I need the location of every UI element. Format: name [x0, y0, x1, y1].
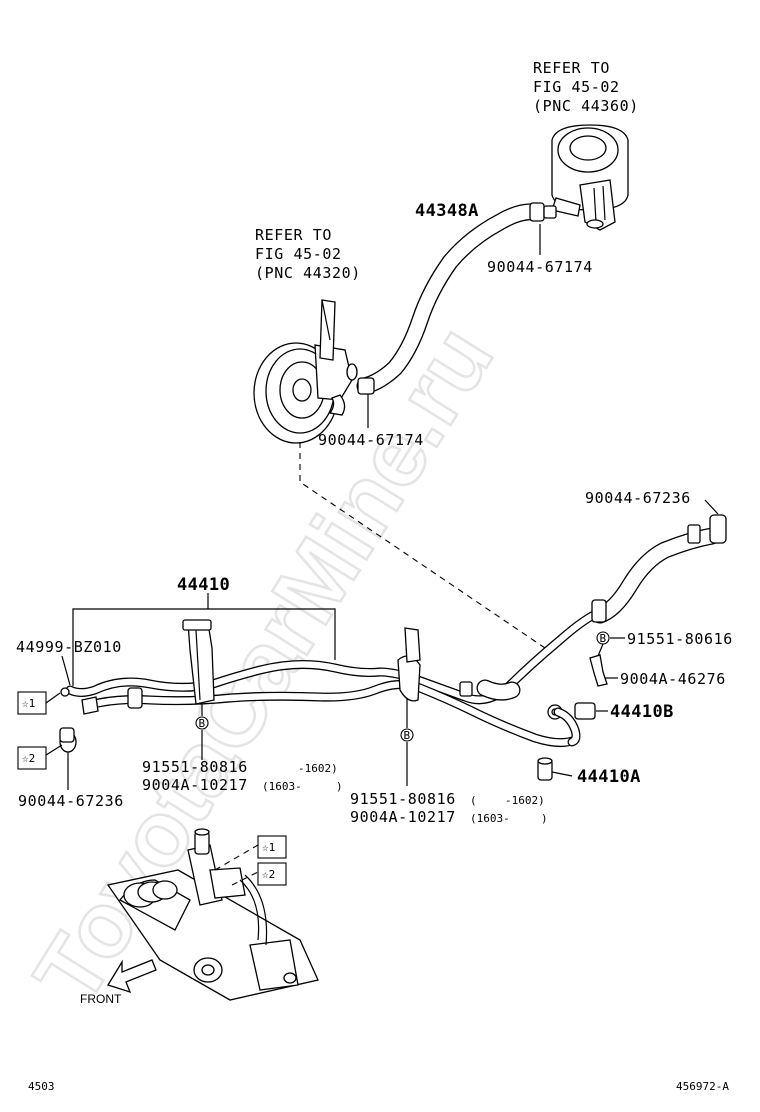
- b-marker-center-text: B: [199, 717, 206, 730]
- date-center-from: (1603-: [262, 780, 302, 793]
- ref-pump-line2: FIG 45-02: [255, 245, 342, 263]
- label-clip-upper: 90044-67174: [487, 258, 593, 276]
- label-bolt-center-a: 91551-80816: [142, 758, 248, 776]
- ref-pump-line3: (PNC 44320): [255, 264, 361, 282]
- star1-text-bottom: ☆1: [262, 841, 275, 854]
- date-right-from: (1603-: [470, 812, 510, 825]
- label-44999: 44999-BZ010: [16, 638, 122, 656]
- star2-box-left: [17, 746, 47, 770]
- pressure-tube-assy: [60, 599, 607, 748]
- label-bolt-side-a: 91551-80616: [627, 630, 733, 648]
- ref-pump-line1: REFER TO: [255, 226, 332, 244]
- label-bolt-center-b: 9004A-10217: [142, 776, 248, 794]
- front-arrow-icon: [107, 959, 157, 994]
- label-bolt-side-b: 9004A-46276: [620, 670, 726, 688]
- label-44348a: 44348A: [415, 201, 479, 221]
- star1-box-bottom: [257, 835, 287, 859]
- label-44410: 44410: [177, 575, 230, 595]
- star2-text-bottom: ☆2: [262, 868, 275, 881]
- label-clip-left: 90044-67236: [18, 792, 124, 810]
- star1-text-left: ☆1: [22, 697, 35, 710]
- date-right-to: -1602): [505, 794, 545, 807]
- label-bolt-right-b: 9004A-10217: [350, 808, 456, 826]
- label-44410a: 44410A: [577, 767, 641, 787]
- hose-clip-right: [709, 514, 727, 544]
- date-center-to: -1602): [298, 762, 338, 775]
- reservoir-illustration: [551, 124, 629, 231]
- ref-reservoir-line3: (PNC 44360): [533, 97, 639, 115]
- date-right-close: ): [541, 812, 548, 825]
- hose-clip-upper: [529, 202, 545, 222]
- label-44410b: 44410B: [610, 702, 674, 722]
- b-marker-side-text: B: [600, 632, 607, 645]
- clip-left: [59, 727, 77, 753]
- star2-text-left: ☆2: [22, 752, 35, 765]
- ref-reservoir-line1: REFER TO: [533, 59, 610, 77]
- footer-illustration-id: 456972-A: [676, 1080, 729, 1093]
- hose-clip-pump: [357, 377, 375, 395]
- star2-box-bottom: [257, 862, 287, 886]
- date-center-close: ): [336, 780, 343, 793]
- pump-illustration: [253, 299, 358, 444]
- date-right-open: (: [470, 794, 477, 807]
- label-bolt-right-a: 91551-80816: [350, 790, 456, 808]
- b-marker-right-text: B: [404, 729, 411, 742]
- label-clip-pump: 90044-67174: [318, 431, 424, 449]
- front-label: FRONT: [80, 992, 122, 1006]
- ref-reservoir-line2: FIG 45-02: [533, 78, 620, 96]
- steering-rack-illustration: [106, 828, 319, 1001]
- b-marker-center: [195, 716, 209, 730]
- footer-page-number: 4503: [28, 1080, 55, 1093]
- small-parts-right: [537, 654, 608, 781]
- label-clip-right-top: 90044-67236: [585, 489, 691, 507]
- b-marker-right: [400, 728, 414, 742]
